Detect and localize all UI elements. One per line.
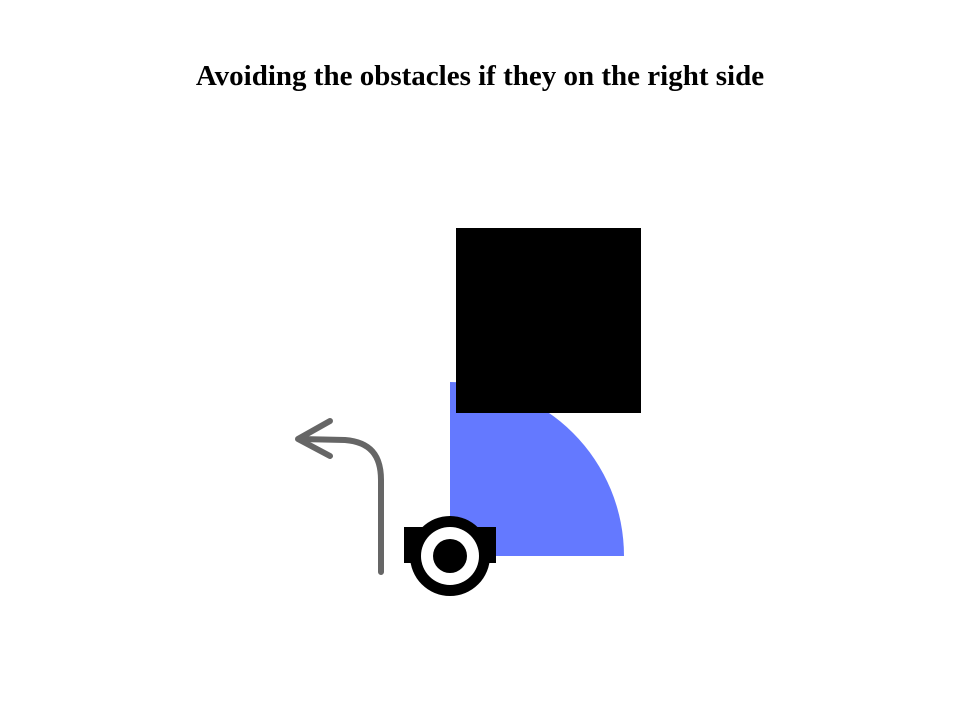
turn-left-arrow-icon [295, 418, 384, 575]
obstacle-block [456, 228, 641, 413]
turn-arrow-head [295, 418, 333, 459]
turn-arrow-shaft [297, 436, 384, 575]
robot-icon [404, 516, 496, 596]
robot-core [433, 539, 467, 573]
slide-title: Avoiding the obstacles if they on the ri… [195, 60, 765, 92]
sensor-detection-zone [450, 382, 624, 556]
